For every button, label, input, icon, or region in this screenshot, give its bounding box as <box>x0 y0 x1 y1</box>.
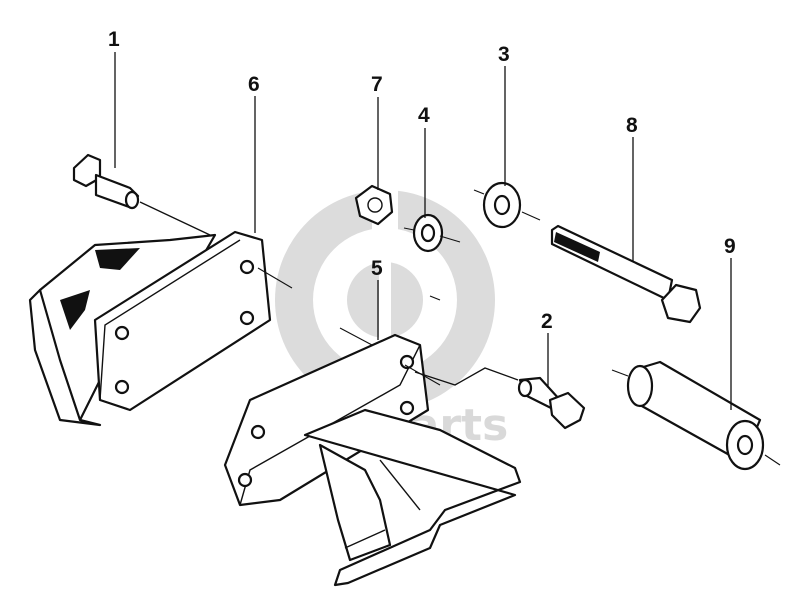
callout-3: 3 <box>498 43 510 66</box>
part-9-spacer-sleeve <box>611 360 781 471</box>
callout-leaders <box>114 52 732 410</box>
part-6-bracket <box>28 230 272 427</box>
part-8-hex-bolt <box>550 224 702 324</box>
callout-6: 6 <box>248 73 260 96</box>
part-3-washer <box>473 181 541 229</box>
part-4-lock-washer <box>403 213 461 253</box>
part-7-nut <box>354 184 394 226</box>
callout-5: 5 <box>371 257 383 280</box>
assembly-axis-lines <box>257 267 441 386</box>
callout-7: 7 <box>371 73 383 96</box>
part-5-bracket <box>223 333 522 587</box>
callout-1: 1 <box>108 28 120 51</box>
callout-8: 8 <box>626 114 638 137</box>
callout-4: 4 <box>418 104 430 127</box>
callout-2: 2 <box>541 310 553 333</box>
part-1-bolt <box>72 153 211 236</box>
callout-9: 9 <box>724 235 736 258</box>
part-2-bolt <box>414 367 586 430</box>
